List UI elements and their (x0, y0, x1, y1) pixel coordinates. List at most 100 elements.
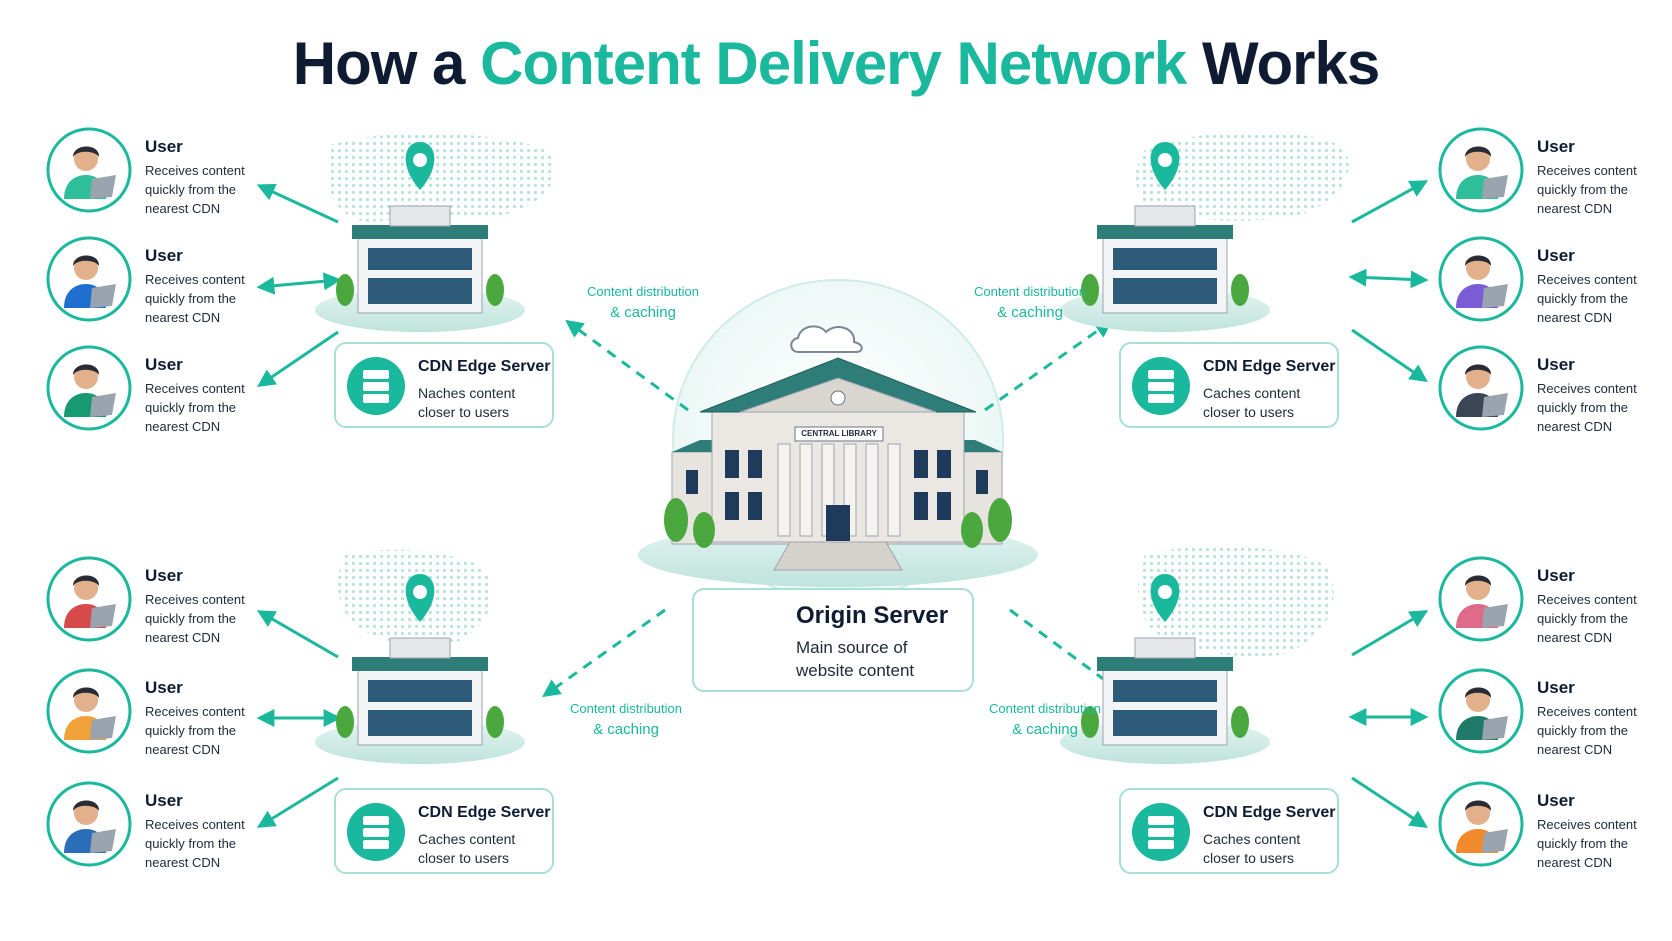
user-title: User (1537, 246, 1575, 265)
user-title: User (145, 791, 183, 810)
edge-server-desc: Caches content closer to users (418, 831, 516, 866)
user-laptop-icon (1438, 127, 1524, 213)
server-stack-icon (347, 803, 405, 861)
user-laptop-icon (1438, 668, 1524, 754)
distribution-line-1: Content distribution (569, 701, 682, 716)
page-title: How a Content Delivery Network Works (0, 26, 1672, 102)
edge-building (315, 205, 525, 332)
distribution-arrows (542, 319, 1128, 698)
user-laptop-icon (46, 127, 132, 213)
distribution-line-2: & caching (1012, 721, 1078, 738)
server-stack-icon (1132, 803, 1190, 861)
user-title: User (145, 678, 183, 697)
user-desc: Receives content quickly from the neares… (145, 704, 245, 757)
distribution-label: Content distribution & caching (955, 281, 1105, 323)
map-pin-icon (405, 142, 435, 190)
distribution-label: Content distribution & caching (551, 698, 701, 740)
user-desc: Receives content quickly from the neares… (145, 592, 245, 645)
edge-server-card: CDN Edge Server Caches content closer to… (1119, 342, 1339, 428)
distribution-line-1: Content distribution (973, 284, 1086, 299)
user-laptop-icon (1438, 236, 1524, 322)
user-desc: Receives content quickly from the neares… (145, 381, 245, 434)
user-desc: Receives content quickly from the neares… (1537, 704, 1637, 757)
user-title: User (1537, 791, 1575, 810)
origin-server-desc: Main source of website content (796, 638, 915, 680)
origin-server-title: Origin Server (796, 602, 949, 629)
user-laptop-icon (46, 556, 132, 642)
user-title: User (1537, 137, 1575, 156)
user-title: User (145, 566, 183, 585)
distribution-line-1: Content distribution (586, 284, 699, 299)
origin-library (638, 357, 1038, 587)
user-desc: Receives content quickly from the neares… (145, 272, 245, 325)
user-laptop-icon (46, 668, 132, 754)
title-accent: Content Delivery Network (480, 30, 1187, 97)
user-laptop-icon (1438, 781, 1524, 867)
distribution-label: Content distribution & caching (568, 281, 718, 323)
user-laptop-icon (1438, 556, 1524, 642)
user-desc: Receives content quickly from the neares… (145, 163, 245, 216)
world-map-dots (327, 131, 1349, 657)
distribution-line-2: & caching (610, 304, 676, 321)
title-prefix: How a (292, 30, 466, 97)
user-desc: Receives content quickly from the neares… (145, 817, 245, 870)
edge-server-title: CDN Edge Server (418, 804, 551, 821)
edge-buildings (315, 142, 1270, 764)
edge-building (315, 637, 525, 764)
server-stack-icon (1132, 357, 1190, 415)
edge-building (1060, 637, 1270, 764)
user-laptop-icon (46, 781, 132, 867)
edge-server-desc: Caches content closer to users (1203, 385, 1301, 420)
edge-server-title: CDN Edge Server (418, 358, 551, 375)
user-desc: Receives content quickly from the neares… (1537, 163, 1637, 216)
user-title: User (145, 137, 183, 156)
title-suffix: Works (1201, 30, 1380, 97)
edge-building (1060, 205, 1270, 332)
distribution-label: Content distribution & caching (970, 698, 1120, 740)
user-desc: Receives content quickly from the neares… (1537, 817, 1637, 870)
user-desc: Receives content quickly from the neares… (1537, 381, 1637, 434)
edge-server-title: CDN Edge Server (1203, 358, 1336, 375)
user-desc: Receives content quickly from the neares… (1537, 272, 1637, 325)
user-laptop-icon (46, 236, 132, 322)
edge-server-desc: Naches content closer to users (418, 385, 516, 420)
edge-server-card: CDN Edge Server Naches content closer to… (334, 342, 554, 428)
edge-server-card: CDN Edge Server Caches content closer to… (334, 788, 554, 874)
map-pin-icon (1150, 574, 1180, 622)
edge-server-card: CDN Edge Server Caches content closer to… (1119, 788, 1339, 874)
server-stack-icon (347, 357, 405, 415)
user-title: User (1537, 355, 1575, 374)
user-arrows (256, 180, 1429, 828)
distribution-line-1: Content distribution (988, 701, 1101, 716)
distribution-line-2: & caching (593, 721, 659, 738)
user-laptop-icon (46, 345, 132, 431)
edge-server-desc: Caches content closer to users (1203, 831, 1301, 866)
map-pin-icon (1150, 142, 1180, 190)
user-title: User (1537, 566, 1575, 585)
user-title: User (145, 355, 183, 374)
user-title: User (145, 246, 183, 265)
distribution-line-2: & caching (997, 304, 1063, 321)
map-pin-icon (405, 574, 435, 622)
origin-server-card: Origin Server Main source of website con… (692, 588, 974, 692)
user-title: User (1537, 678, 1575, 697)
library-sign: CENTRAL LIBRARY (801, 429, 877, 438)
cloud-icon (790, 325, 863, 353)
edge-server-title: CDN Edge Server (1203, 804, 1336, 821)
user-laptop-icon (1438, 345, 1524, 431)
user-desc: Receives content quickly from the neares… (1537, 592, 1637, 645)
